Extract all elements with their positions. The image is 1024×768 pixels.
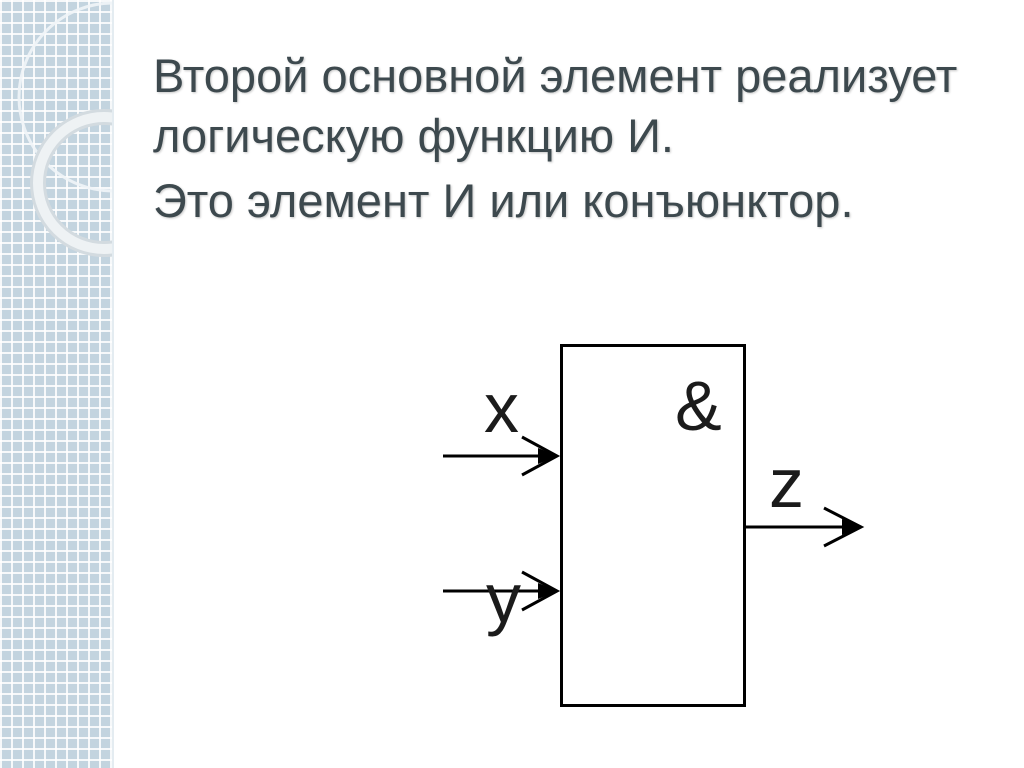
input-x-label: x	[484, 369, 519, 447]
output-z-arrow	[823, 506, 865, 548]
gate-symbol-label: &	[675, 367, 722, 445]
decorative-ring	[33, 112, 112, 254]
input-y-arrow-tip	[538, 583, 558, 599]
output-z-label: z	[769, 444, 804, 522]
title-line: логическую функцию И.	[153, 109, 674, 162]
title-line: Второй основной элемент реализует	[153, 49, 958, 102]
output-z-arrow-tip	[842, 519, 862, 535]
decorative-circles	[17, 1, 112, 257]
title-line: Это элемент И или конъюнктор.	[153, 174, 854, 227]
decorative-side-panel	[0, 0, 114, 768]
input-y-label: y	[486, 559, 521, 637]
input-x-arrow	[521, 435, 561, 477]
input-y-arrow	[521, 570, 561, 612]
title-paragraph: Второй основной элемент реализует логиче…	[153, 46, 957, 166]
slide-title: Второй основной элемент реализует логиче…	[153, 46, 957, 231]
and-gate-body	[560, 344, 746, 707]
input-x-arrow-tip	[538, 448, 558, 464]
decorative-thin-circle	[17, 1, 112, 193]
title-paragraph: Это элемент И или конъюнктор.	[153, 171, 957, 231]
